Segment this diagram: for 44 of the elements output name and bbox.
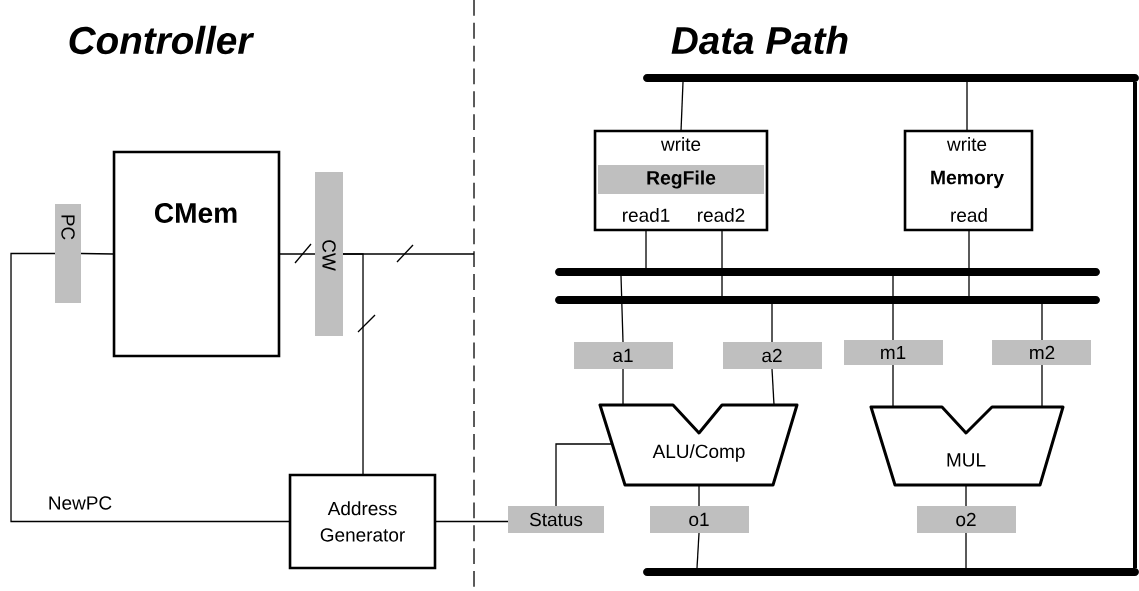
- bus-bar: [555, 268, 1100, 276]
- register: CW: [315, 172, 343, 336]
- section-title: Data Path: [667, 22, 853, 58]
- wire-label: NewPC: [46, 494, 114, 512]
- register: m2: [992, 340, 1091, 365]
- wire: [698, 484, 700, 507]
- wire: [434, 520, 509, 523]
- bus-bar: [643, 568, 1139, 576]
- memory-block: CMem: [112, 150, 281, 358]
- register: o2: [917, 506, 1016, 533]
- wire: [555, 443, 613, 507]
- register: a2: [723, 342, 822, 369]
- bus-bar: [643, 74, 1139, 82]
- address-generator-block: Address Generator: [288, 473, 437, 570]
- register-file-block: write RegFile read1 read2: [593, 129, 769, 232]
- wire: [645, 229, 647, 269]
- wire: [680, 81, 684, 132]
- wire: [10, 252, 291, 523]
- register: Status: [508, 506, 604, 533]
- wire: [1041, 303, 1043, 341]
- memory-block: write Memory read: [903, 129, 1034, 232]
- register: a1: [574, 342, 673, 369]
- wire: [892, 364, 894, 408]
- wire: [771, 303, 773, 343]
- bus-bar: [555, 296, 1100, 304]
- register: o1: [650, 506, 749, 533]
- wire: [80, 252, 115, 255]
- wire: [892, 275, 894, 341]
- wire: [965, 484, 967, 507]
- register: PC: [55, 204, 81, 303]
- wire: [721, 229, 723, 297]
- wire: [696, 532, 700, 569]
- wire: [1041, 364, 1043, 408]
- wire: [1133, 82, 1137, 568]
- wire: [968, 229, 970, 297]
- wire: [620, 275, 624, 343]
- wire: [622, 368, 624, 406]
- wire: [278, 253, 316, 255]
- wire: [965, 532, 967, 569]
- section-title: Controller: [64, 22, 256, 58]
- wire: [342, 253, 364, 476]
- register: m1: [844, 340, 943, 365]
- wire: [966, 81, 968, 132]
- wire: [771, 368, 775, 406]
